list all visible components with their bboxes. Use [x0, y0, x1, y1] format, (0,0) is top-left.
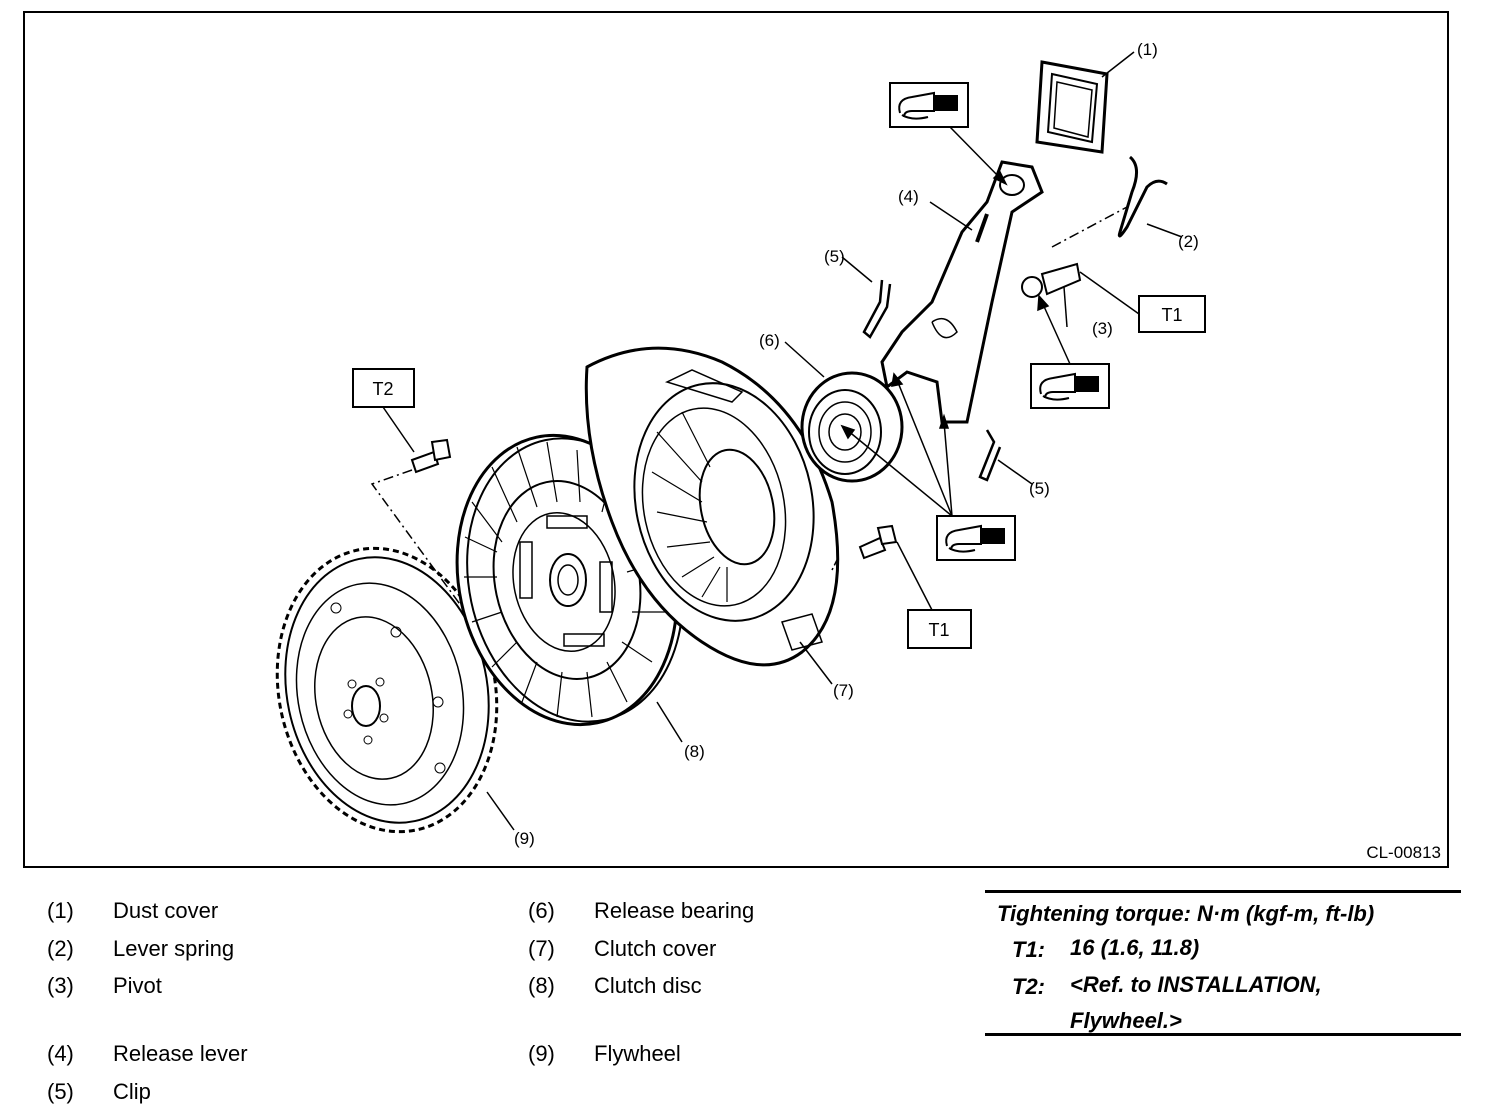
- figure-code: CL-00813: [1366, 843, 1441, 862]
- legend-part-name: Clip: [113, 1079, 151, 1104]
- bolt-t1-drawing: [858, 524, 898, 560]
- legend-number: (2): [47, 936, 74, 961]
- callout-6: (6): [759, 331, 780, 350]
- torque-title: Tightening torque: N·m (kgf-m, ft-lb): [997, 901, 1375, 926]
- torque-key: T2:: [1012, 974, 1045, 999]
- bolt-t2-drawing: [410, 438, 452, 474]
- grease-icon: [889, 82, 969, 128]
- legend-number: (9): [528, 1041, 555, 1066]
- legend-number: (8): [528, 973, 555, 998]
- dust-cover-drawing: [1035, 60, 1109, 154]
- legend-part-name: Release lever: [113, 1041, 248, 1066]
- grease-icon: [1030, 363, 1110, 409]
- svg-text:T1: T1: [1161, 305, 1182, 325]
- clip-drawing: [978, 429, 1002, 482]
- legend-part-name: Clutch cover: [594, 936, 717, 961]
- torque-tag-t1: T1: [1138, 295, 1206, 333]
- legend-part-name: Release bearing: [594, 898, 755, 923]
- svg-text:T2: T2: [372, 379, 393, 399]
- callout-9: (9): [514, 829, 535, 848]
- callout-5: (5): [1029, 479, 1050, 498]
- torque-table: Tightening torque: N·m (kgf-m, ft-lb) T1…: [985, 890, 1461, 1036]
- legend-number: (6): [528, 898, 555, 923]
- release-lever-drawing: [880, 160, 1044, 424]
- callout-4: (4): [898, 187, 919, 206]
- torque-tag-t2: T2: [352, 368, 415, 408]
- lever-spring-drawing: [1117, 155, 1168, 238]
- torque-key: T1:: [1012, 937, 1045, 962]
- release-bearing-drawing: [800, 371, 904, 483]
- legend-left: (1) Dust cover (2) Lever spring (3) Pivo…: [47, 898, 467, 1108]
- pivot-drawing: [1021, 262, 1082, 298]
- callout-2: (2): [1178, 232, 1199, 251]
- callout-7: (7): [833, 681, 854, 700]
- legend-part-name: Pivot: [113, 973, 162, 998]
- torque-value: <Ref. to INSTALLATION, Flywheel.>: [1070, 972, 1322, 1033]
- exploded-diagram: T2 T1 T1 (1) (2) (3) (4) (5) (5) (6) (7)…: [23, 11, 1449, 868]
- legend-number: (7): [528, 936, 555, 961]
- legend-part-name: Lever spring: [113, 936, 235, 961]
- legend-part-name: Flywheel: [594, 1041, 681, 1066]
- legend-part-name: Dust cover: [113, 898, 219, 923]
- torque-tag-t1: T1: [907, 609, 972, 649]
- torque-value: 16 (1.6, 11.8): [1070, 935, 1200, 960]
- legend-number: (3): [47, 973, 74, 998]
- callout-3: (3): [1092, 319, 1113, 338]
- svg-text:T1: T1: [928, 620, 949, 640]
- legend-number: (1): [47, 898, 74, 923]
- grease-icon: [936, 515, 1016, 561]
- legend-number: (5): [47, 1079, 74, 1104]
- clip-drawing: [862, 279, 892, 339]
- legend-number: (4): [47, 1041, 74, 1066]
- callout-1: (1): [1137, 40, 1158, 59]
- callout-5: (5): [824, 247, 845, 266]
- legend-part-name: Clutch disc: [594, 973, 702, 998]
- callout-8: (8): [684, 742, 705, 761]
- diagram-drawing: T2 T1 T1 (1) (2) (3) (4) (5) (5) (6) (7)…: [275, 40, 1206, 848]
- legend-right: (6) Release bearing (7) Clutch cover (8)…: [528, 898, 948, 1078]
